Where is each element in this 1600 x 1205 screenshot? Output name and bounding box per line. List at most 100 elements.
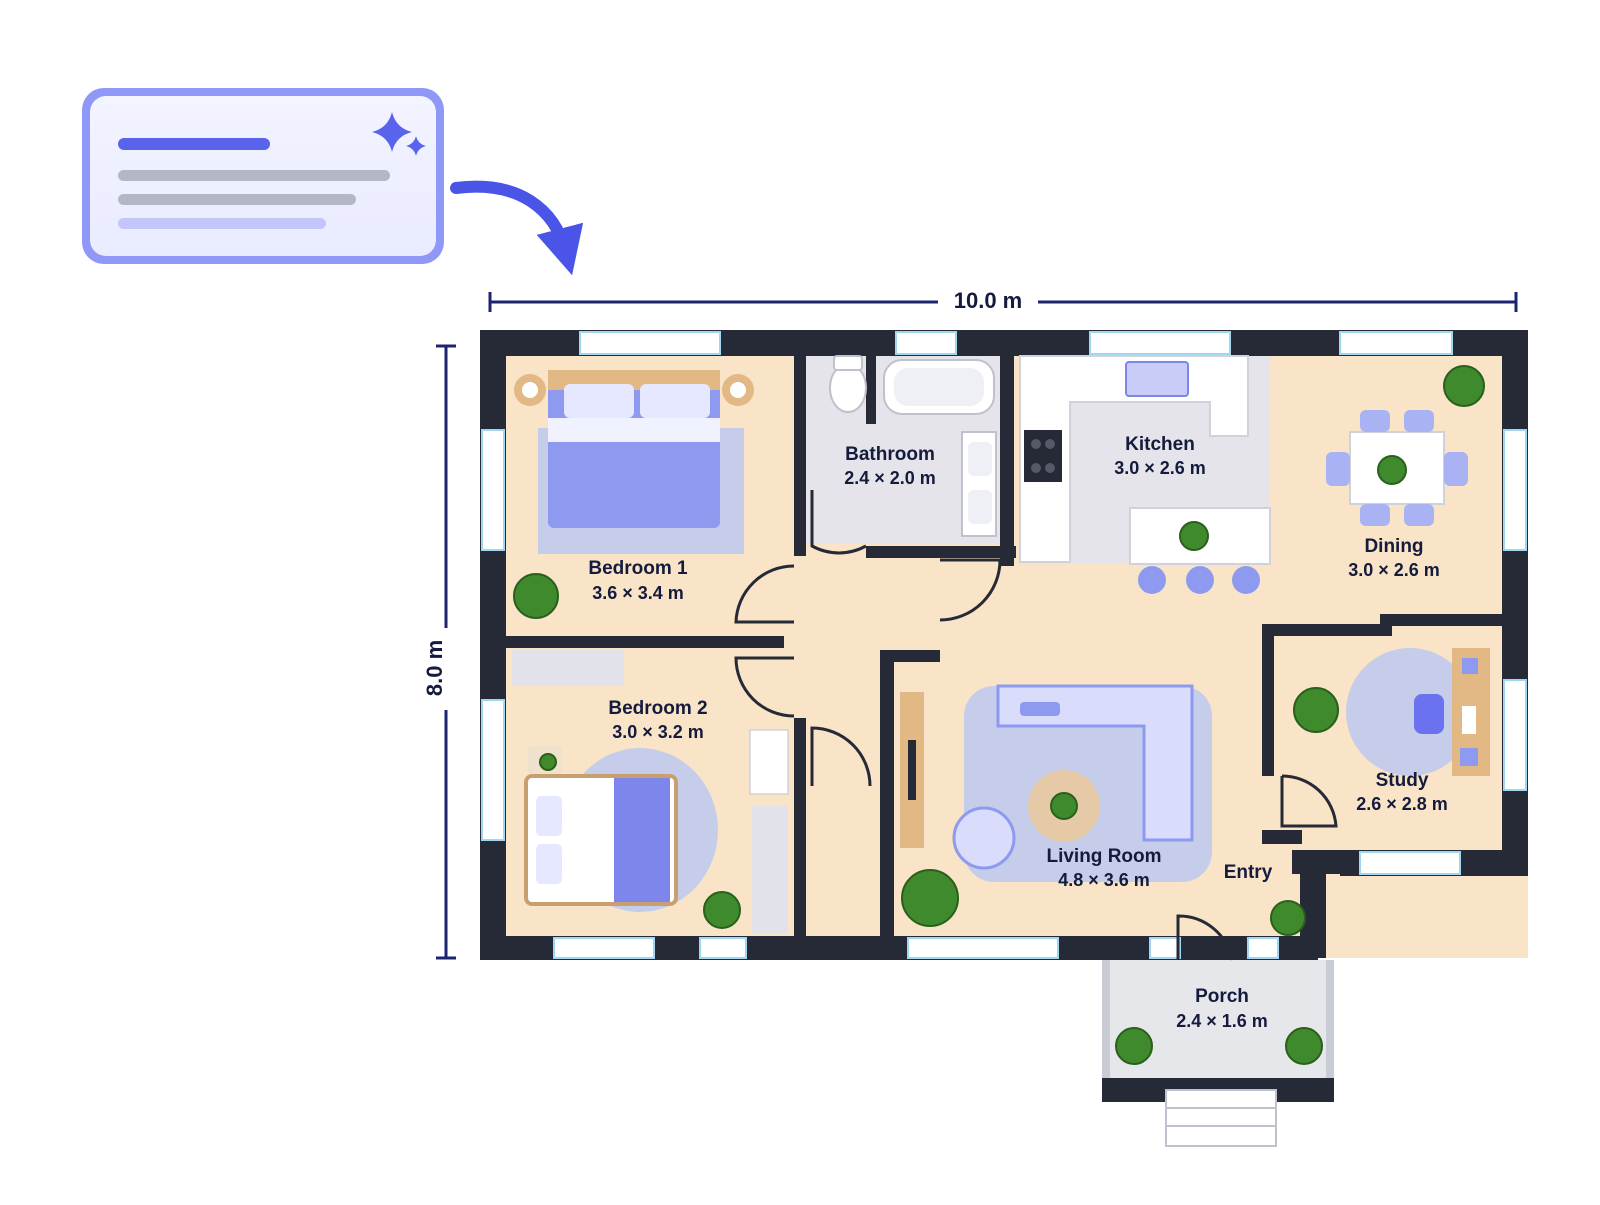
plant-icon	[1285, 1027, 1323, 1065]
plants	[513, 365, 1485, 1065]
window	[1359, 851, 1461, 875]
bedroom1-furniture	[514, 370, 754, 528]
bar-stool	[1232, 566, 1260, 594]
doors	[734, 490, 1338, 961]
pillow	[536, 844, 562, 884]
study-name: Study	[1376, 770, 1429, 791]
windows	[481, 331, 1527, 959]
dining-chair	[1404, 410, 1434, 432]
tv	[908, 740, 916, 800]
bathroom-name: Bathroom	[845, 444, 935, 465]
prompt-line	[118, 194, 356, 205]
window	[481, 429, 505, 551]
study-rug	[1346, 648, 1474, 776]
living-room-name: Living Room	[1046, 846, 1161, 867]
dining-chair	[1404, 504, 1434, 526]
window	[895, 331, 957, 355]
prompt-line-title	[118, 138, 270, 150]
plant-icon	[1050, 792, 1078, 820]
bar-stool	[1138, 566, 1166, 594]
window	[481, 699, 505, 841]
armchair	[952, 806, 1016, 870]
hall-closet-door	[810, 726, 872, 787]
window	[1089, 331, 1231, 355]
bedroom2-door	[734, 656, 795, 718]
sectional-sofa	[996, 684, 1194, 842]
window	[1339, 331, 1453, 355]
prompt-card	[82, 88, 444, 264]
study-furniture	[1414, 648, 1490, 776]
bedroom2-size: 3.0 × 3.2 m	[612, 722, 704, 742]
stove	[1024, 430, 1062, 482]
pointer-arrow	[450, 180, 584, 276]
kitchen-counter	[1019, 355, 1249, 563]
dining-name: Dining	[1364, 536, 1423, 557]
kitchen-size: 3.0 × 2.6 m	[1114, 458, 1206, 478]
width-dimension-label: 10.0 m	[954, 288, 1023, 313]
wardrobe	[512, 650, 624, 686]
plant-icon	[1179, 521, 1209, 551]
prompt-line	[118, 170, 390, 181]
prompt-line	[118, 218, 326, 229]
room-labels: Bedroom 1 3.6 × 3.4 m Bedroom 2 3.0 × 3.…	[588, 434, 1447, 1031]
bedroom2-name: Bedroom 2	[608, 698, 707, 719]
width-dimension	[488, 292, 1518, 312]
plant-icon	[1293, 687, 1339, 733]
pillow	[640, 384, 710, 418]
dining-chair	[1360, 410, 1390, 432]
laptop	[1462, 706, 1476, 734]
porch-steps	[1165, 1089, 1277, 1147]
dining-chair	[1326, 452, 1350, 486]
plant-icon	[901, 869, 959, 927]
window	[553, 937, 655, 959]
dining-chair	[1444, 452, 1468, 486]
living-room-size: 4.8 × 3.6 m	[1058, 870, 1150, 890]
kitchen-sink	[1125, 361, 1189, 397]
plant-icon	[539, 753, 557, 771]
porch-name: Porch	[1195, 986, 1249, 1007]
closet	[752, 806, 788, 934]
height-dimension	[436, 344, 456, 960]
bedroom1-name: Bedroom 1	[588, 558, 688, 579]
plant-icon	[513, 573, 559, 619]
plant-icon	[1270, 900, 1306, 936]
dresser	[749, 729, 789, 795]
bedroom2-furniture	[512, 650, 789, 934]
kitchen-door	[939, 558, 1002, 622]
dining-chair	[1360, 504, 1390, 526]
study-door	[1280, 774, 1338, 828]
bedroom1-door	[734, 564, 795, 624]
bathroom-door	[810, 490, 867, 555]
bar-stool	[1186, 566, 1214, 594]
bathroom-fixtures	[829, 355, 997, 537]
pillow	[564, 384, 634, 418]
height-dimension-label: 8.0 m	[422, 640, 447, 696]
sparkle-icon	[372, 112, 426, 156]
plant-icon	[1115, 1027, 1153, 1065]
window	[1503, 679, 1527, 791]
bathroom-size: 2.4 × 2.0 m	[844, 468, 936, 488]
window	[1149, 937, 1181, 959]
window	[1247, 937, 1279, 959]
plant-icon	[703, 891, 741, 929]
window	[579, 331, 721, 355]
pillow	[536, 796, 562, 836]
plant-icon	[1443, 365, 1485, 407]
kitchen-furniture	[1019, 355, 1271, 594]
window	[907, 937, 1059, 959]
porch-structure	[1102, 960, 1334, 1147]
sink	[968, 490, 992, 524]
window	[699, 937, 747, 959]
desk-chair	[1414, 694, 1444, 734]
kitchen-name: Kitchen	[1125, 434, 1195, 455]
toilet	[829, 363, 867, 413]
study-size: 2.6 × 2.8 m	[1356, 794, 1448, 814]
dining-size: 3.0 × 2.6 m	[1348, 560, 1440, 580]
porch-size: 2.4 × 1.6 m	[1176, 1011, 1268, 1031]
plant-icon	[1377, 455, 1407, 485]
sink	[968, 442, 992, 476]
bedroom1-size: 3.6 × 3.4 m	[592, 583, 684, 603]
dining-furniture	[1326, 410, 1468, 526]
